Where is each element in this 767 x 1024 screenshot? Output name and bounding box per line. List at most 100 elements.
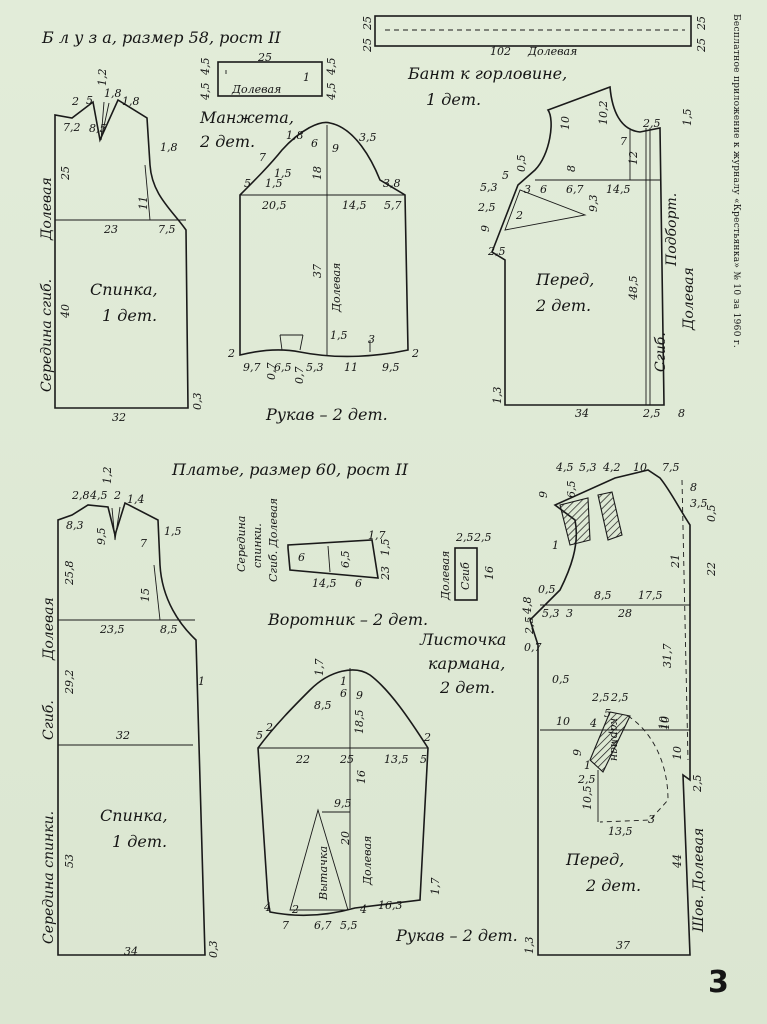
collar-w6: 6 (355, 577, 362, 590)
blouse-back-vlabel-2: Долевая (39, 177, 55, 240)
blouse-back-dart-top: 1,8 (104, 87, 122, 100)
dress-sleeve-b8: 1,7 (429, 877, 442, 896)
blouse-back-n5: 1,8 (122, 95, 140, 108)
dress-back-sh: 1,5 (164, 525, 182, 538)
dress-front-p9: 13,5 (608, 825, 633, 838)
blouse-back-n1: 2 (72, 95, 79, 108)
dress-front-s4: 5,3 (542, 607, 560, 620)
blouse-back-length: 40 (59, 304, 72, 318)
blouse-sleeve-w4: 6 (311, 137, 318, 150)
bow-h4: 25 (695, 38, 708, 52)
blouse-front-hem: 34 (575, 407, 589, 420)
blouse-front-w1: 5,3 (480, 181, 498, 194)
blouse-front-n10: 2,5 (478, 201, 496, 214)
dress-back-hem: 34 (124, 945, 138, 958)
blouse-front-n3: 2,5 (643, 117, 661, 130)
dress-sleeve-dart-h: 20 (339, 831, 352, 845)
dress-front-len: 44 (671, 854, 684, 868)
blouse-sleeve-label: Рукав – 2 дет. (266, 405, 388, 424)
dress-sleeve-label: Рукав – 2 дет. (396, 926, 518, 945)
dress-sleeve-b7: 2 (292, 903, 299, 916)
dress-sleeve-l2: 25 (340, 753, 354, 766)
dress-front-t5: 7,5 (662, 461, 680, 474)
bow-length: 102 (490, 45, 511, 58)
dress-front-outline (529, 469, 691, 956)
dress-back-d1: 25,8 (63, 560, 76, 586)
dress-front-p12: 1 (584, 759, 591, 772)
dress-front-p5: 5 (604, 707, 611, 720)
blouse-sleeve-w1: 1,5 (265, 177, 283, 190)
cuff-label: Манжета, (200, 108, 294, 127)
dress-back-neck: 8,3 (66, 519, 84, 532)
dress-sleeve-dart-label: Вытачка (317, 845, 330, 900)
blouse-front-n8: 0,5 (515, 154, 528, 173)
dress-front-count: 2 дет. (586, 876, 642, 895)
dress-front-p13: 3 (648, 813, 655, 826)
dress-sleeve-l1: 22 (296, 753, 310, 766)
blouse-front-n11: 9 (479, 225, 492, 232)
blouse-sleeve-b8: 1,5 (330, 329, 348, 342)
bow-h2: 25 (361, 38, 374, 52)
blouse-sleeve-b5: 5,3 (306, 361, 324, 374)
dress-front-t8: 0,5 (705, 504, 718, 523)
page-number: 3 (708, 965, 729, 1000)
dress-front-p6: 9 (571, 749, 584, 756)
pocket-grain: Долевая (439, 550, 452, 600)
dress-front-label: Перед, (566, 850, 625, 869)
blouse-front-h2: 2,5 (643, 407, 661, 420)
dress-sleeve-l4: 5 (420, 753, 427, 766)
dress-front-s8: 21 (669, 554, 682, 568)
dress-back-label: Спинка, (100, 806, 168, 825)
dress-front-s2: 17,5 (638, 589, 663, 602)
blouse-front-vlabel-3: Долевая (681, 267, 697, 330)
blouse-sleeve-w3: 1,8 (286, 129, 304, 142)
dress-sleeve-d5: 1 (340, 675, 347, 688)
dress-front-l3: 0,7 (524, 641, 542, 654)
cuff-count: 2 дет. (200, 132, 256, 151)
dress-sleeve-b4: 16,3 (378, 899, 403, 912)
blouse-front-n13: 2 (516, 209, 523, 222)
blouse-sleeve-b13: 1,5 (274, 167, 292, 180)
dress-sleeve-len: 16 (355, 770, 368, 784)
blouse-back-n2: 5 (86, 94, 93, 107)
dress-front-s9: 22 (705, 562, 718, 576)
dress-front-p10: 10,5 (581, 785, 594, 811)
bow-grain: Долевая (528, 45, 578, 58)
dress-front-t1: 4,5 (556, 461, 574, 474)
bow-count: 1 дет. (426, 90, 482, 109)
dress-front-p2: 2,5 (611, 691, 629, 704)
dress-back-vlabel-3: Долевая (41, 597, 57, 660)
blouse-sleeve-left: 20,5 (262, 199, 287, 212)
blouse-back-top: 25 (59, 166, 72, 180)
cuff-outline (217, 61, 323, 97)
blouse-front-w2: 3 (524, 183, 531, 196)
blouse-back-shoulder: 1,8 (160, 141, 178, 154)
dress-sleeve-b1: 7 (282, 919, 289, 932)
blouse-sleeve-b3: 6,5 (274, 361, 292, 374)
blouse-sleeve-right: 14,5 (342, 199, 367, 212)
dress-back-top4: 1,4 (127, 493, 145, 506)
dress-front-t6: 8 (690, 481, 697, 494)
blouse-sleeve-w6: 3,5 (359, 131, 377, 144)
dress-sleeve-l3: 13,5 (384, 753, 409, 766)
bow-label: Бант к горловине, (408, 64, 568, 83)
dress-front-p3: 10 (556, 715, 570, 728)
collar-outline (287, 539, 379, 579)
dress-front-s5: 3 (566, 607, 573, 620)
blouse-back-n4: 0,3 (191, 392, 204, 411)
blouse-sleeve-w7: 5,7 (384, 199, 402, 212)
dress-sleeve-b10: 2 (424, 731, 431, 744)
blouse-sleeve-w8: 3,8 (383, 177, 401, 190)
blouse-back-chest: 23 (104, 223, 118, 236)
blouse-back-vlabel-1: Середина сгиб. (39, 278, 55, 392)
blouse-sleeve-grain: Долевая (330, 262, 343, 312)
collar-w1: 6 (298, 551, 305, 564)
collar-w5: 1,7 (368, 529, 386, 542)
blouse-sleeve-b10: 2 (228, 347, 235, 360)
blouse-front-w3: 6 (540, 183, 547, 196)
dress-front-l5: 1 (552, 539, 559, 552)
pocket-label-2: кармана, (428, 654, 506, 673)
blouse-back-outline (54, 98, 189, 409)
collar-label: Воротник – 2 дет. (268, 610, 429, 629)
pocket-count: 2 дет. (440, 678, 496, 697)
